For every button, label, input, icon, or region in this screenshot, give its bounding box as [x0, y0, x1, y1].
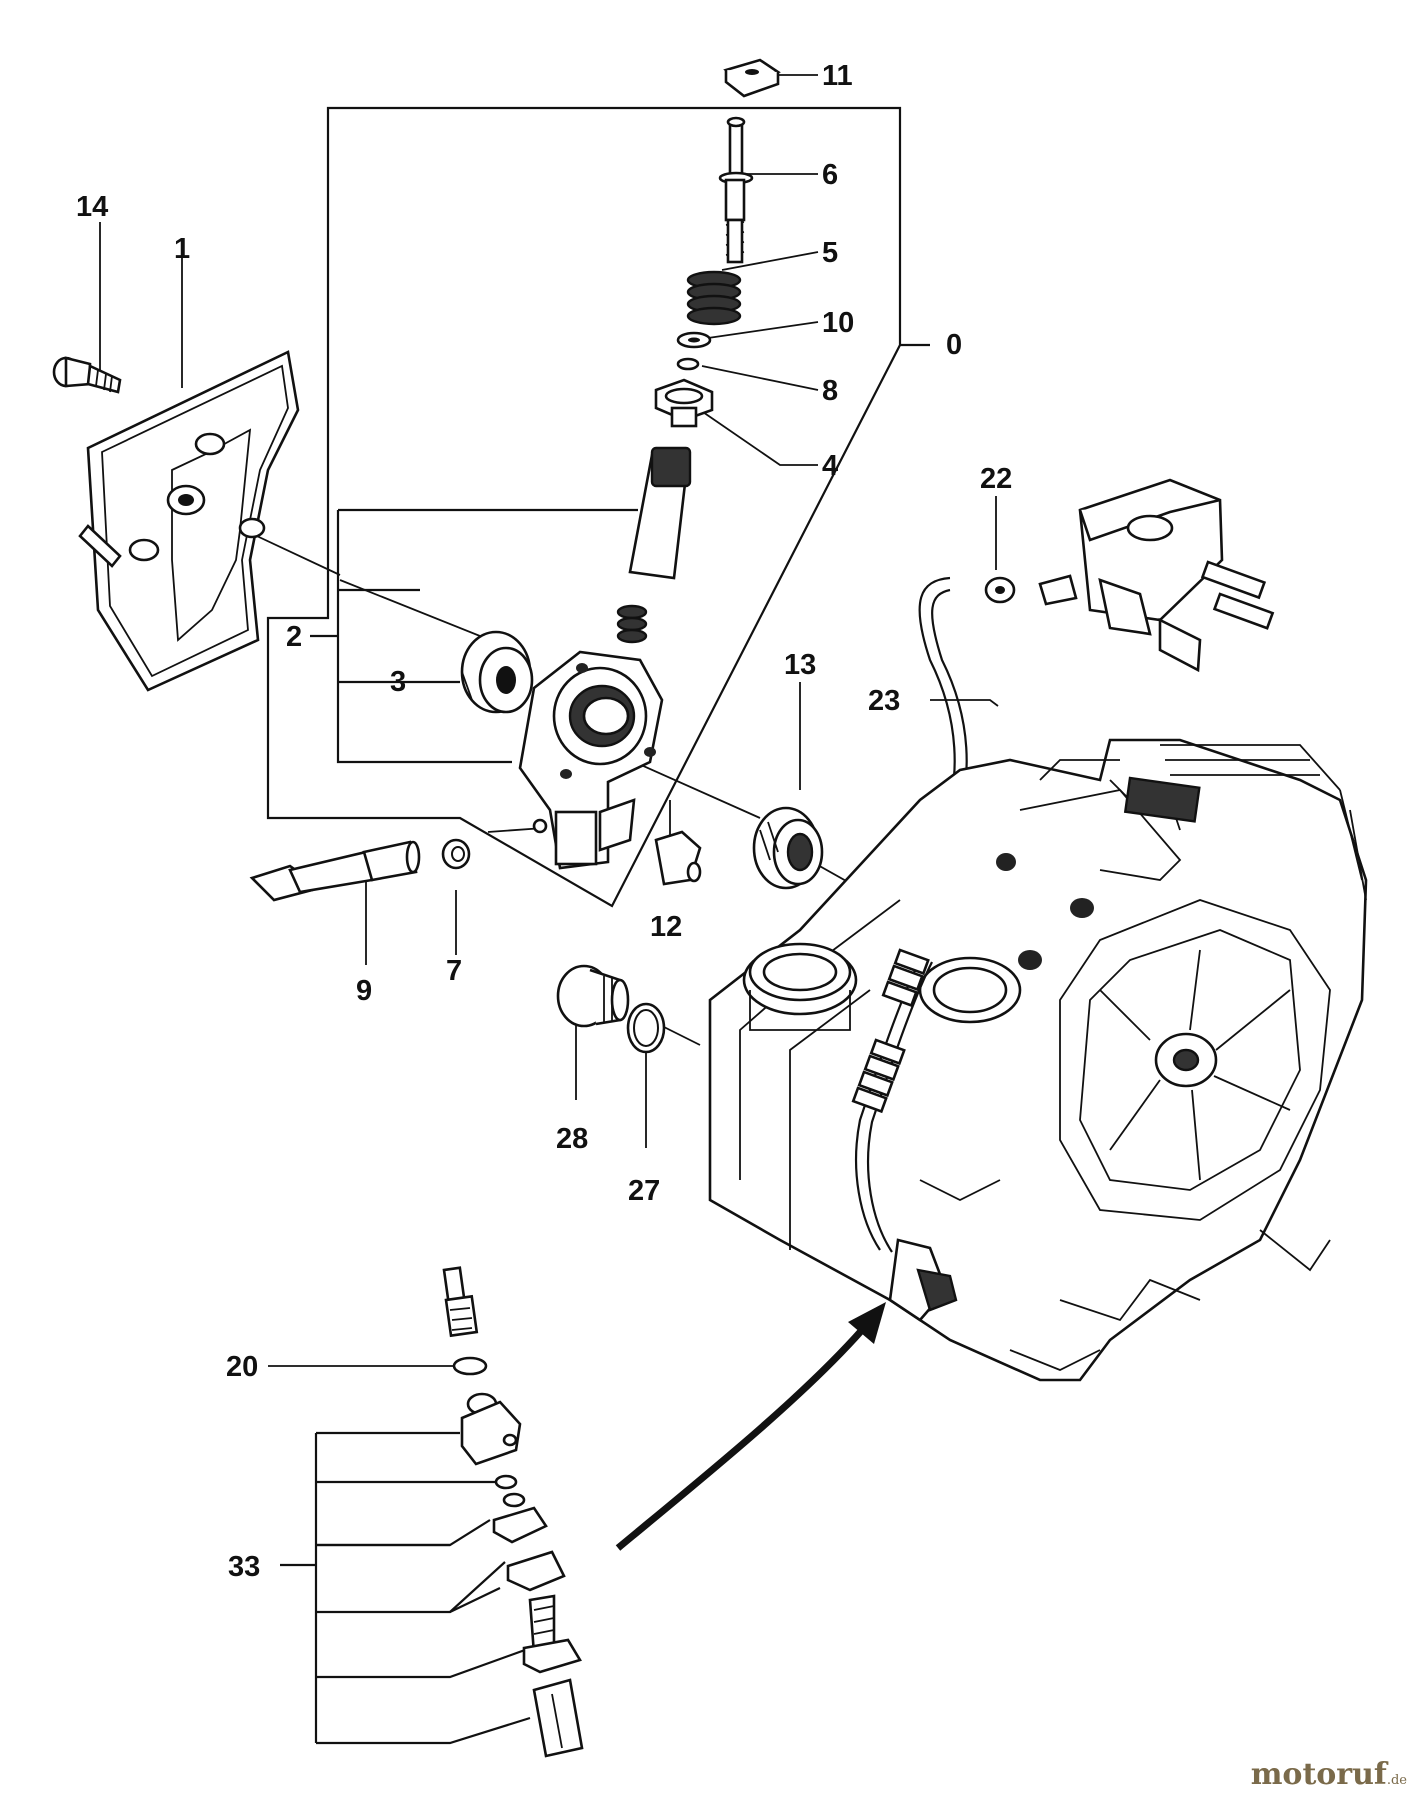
callout-20: 20	[226, 1351, 258, 1383]
callout-23: 23	[868, 685, 900, 717]
part-14-screw	[52, 356, 122, 394]
callout-11: 11	[822, 60, 853, 92]
part-22-clamp	[984, 576, 1016, 604]
callout-33: 33	[228, 1551, 260, 1583]
part-oil-pickup-stack	[442, 1266, 584, 1758]
callout-5: 5	[822, 237, 838, 269]
part-27-oring	[626, 1002, 666, 1054]
part-11-grommet	[723, 58, 781, 98]
part-13-seal	[752, 806, 824, 890]
callout-0: 0	[946, 329, 962, 361]
watermark-logo: motoruf.de	[1251, 1757, 1407, 1792]
callout-2: 2	[286, 621, 302, 653]
part-4-nut	[654, 378, 714, 428]
part-small-spring	[616, 604, 648, 644]
watermark-suffix: .de	[1386, 1773, 1407, 1788]
callout-27: 27	[628, 1175, 660, 1207]
part-5-spring	[686, 270, 742, 326]
part-9-adjuster	[249, 840, 421, 902]
callout-1: 1	[174, 233, 190, 265]
callout-12: 12	[650, 911, 682, 943]
part-10-washer	[676, 331, 712, 349]
group-33-bracket	[280, 1431, 531, 1745]
part-pump-piston	[628, 446, 692, 580]
part-28-plug	[556, 964, 630, 1028]
callout-9: 9	[356, 975, 372, 1007]
part-6-plunger	[718, 116, 754, 264]
callout-28: 28	[556, 1123, 588, 1155]
part-pump-housing	[518, 650, 664, 870]
callout-8: 8	[822, 375, 838, 407]
part-1-cover	[78, 350, 300, 692]
callout-13: 13	[784, 649, 816, 681]
callout-10: 10	[822, 307, 854, 339]
assembly-arrow	[615, 1302, 886, 1551]
callout-7: 7	[446, 955, 462, 987]
callout-22: 22	[980, 463, 1012, 495]
part-12-nozzle	[654, 830, 702, 886]
callout-14: 14	[76, 191, 108, 223]
callout-3: 3	[390, 666, 406, 698]
part-crankcase	[708, 738, 1368, 1382]
part-oil-line	[851, 948, 958, 1322]
watermark-brand: motoruf	[1250, 1757, 1387, 1792]
callout-4: 4	[822, 450, 838, 482]
callout-labels: 11 6 5 10 8 4 0 14 1 2 3 22 13 23 12 7 9…	[76, 60, 1012, 1583]
group-0-bracket	[266, 106, 930, 908]
part-7-clip	[441, 838, 471, 870]
part-3-bearing	[460, 630, 534, 714]
callout-6: 6	[822, 159, 838, 191]
part-8-ring	[676, 357, 700, 371]
group-2-bracket	[310, 508, 638, 764]
part-carburetor	[1038, 478, 1275, 673]
